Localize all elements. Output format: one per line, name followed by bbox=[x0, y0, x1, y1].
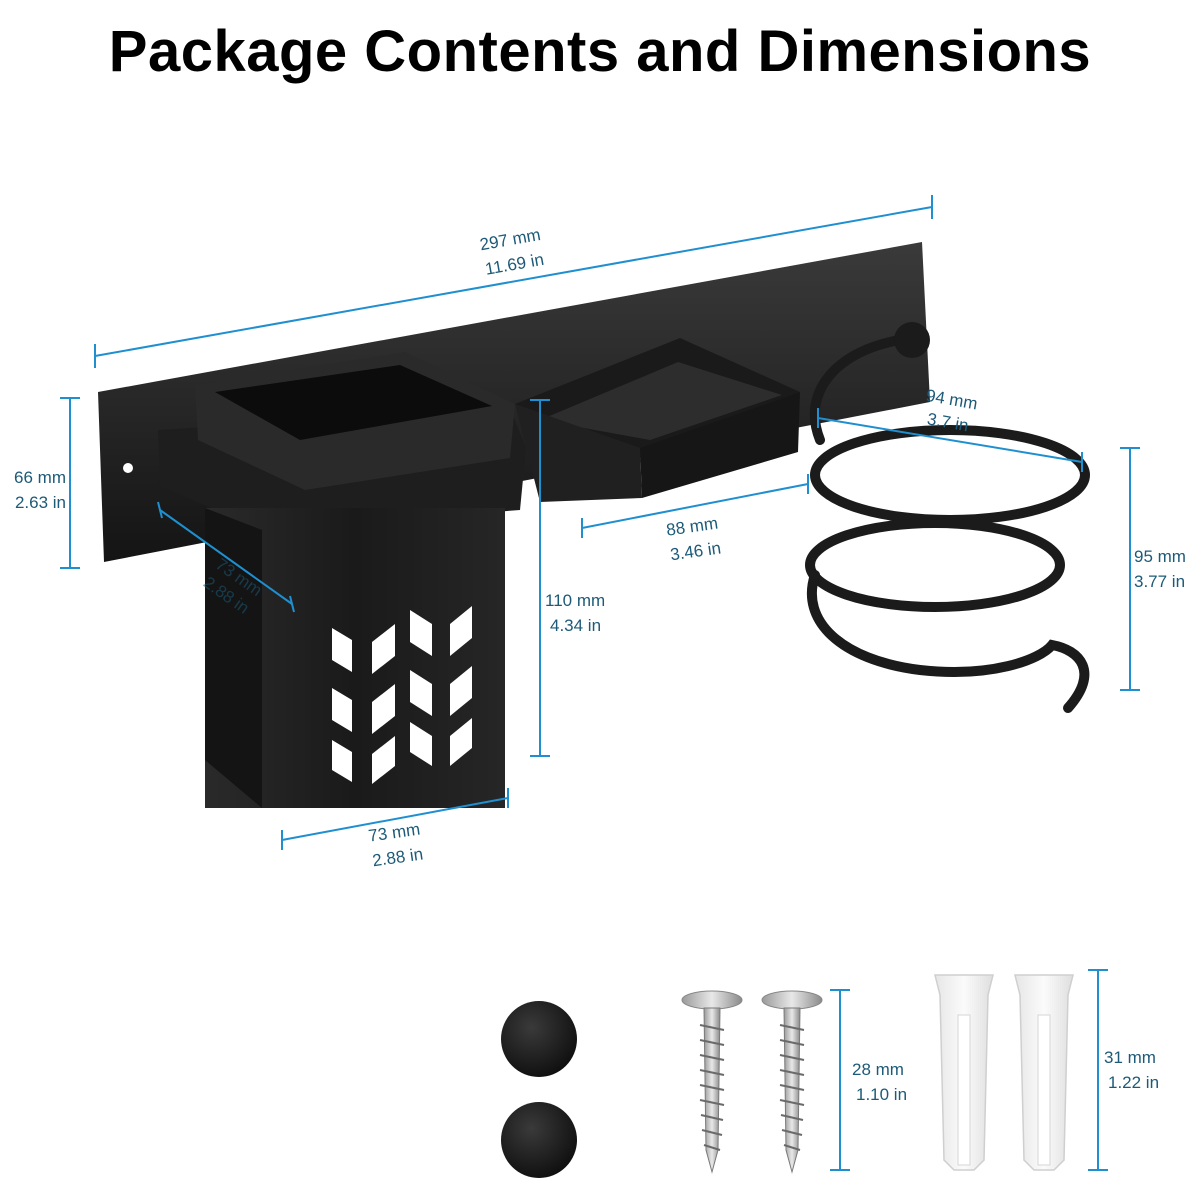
dimension-lines bbox=[60, 195, 1140, 1171]
cup-width-in: 2.88 in bbox=[371, 844, 424, 870]
tray-width-in: 3.46 in bbox=[669, 538, 722, 564]
wall-anchor-icon bbox=[934, 974, 994, 1171]
screw-icon bbox=[681, 990, 743, 1174]
cup bbox=[158, 352, 526, 808]
anchor-length-in: 1.22 in bbox=[1108, 1073, 1159, 1092]
spiral-mount-knob bbox=[894, 322, 930, 358]
overall-length-mm: 297 mm bbox=[478, 225, 542, 254]
spiral-height-mm: 95 mm bbox=[1134, 547, 1186, 566]
page-title: Package Contents and Dimensions bbox=[108, 19, 1092, 84]
screw-cap-icon bbox=[501, 1102, 577, 1178]
screw-cap-icon bbox=[501, 1001, 577, 1077]
screw-length-mm: 28 mm bbox=[852, 1060, 904, 1079]
cup-height-in: 4.34 in bbox=[550, 616, 601, 635]
tray-width-mm: 88 mm bbox=[665, 514, 719, 540]
wall-anchors bbox=[934, 974, 1074, 1171]
plate-height-in: 2.63 in bbox=[15, 493, 66, 512]
screw-icon bbox=[761, 990, 823, 1174]
mounting-hole bbox=[123, 463, 133, 473]
screw-caps bbox=[501, 1001, 577, 1178]
cup-height-mm: 110 mm bbox=[545, 591, 605, 610]
wall-anchor-icon bbox=[1014, 974, 1074, 1171]
plate-height-mm: 66 mm bbox=[14, 468, 66, 487]
cup-pattern bbox=[332, 606, 472, 784]
screw-length-in: 1.10 in bbox=[856, 1085, 907, 1104]
tray bbox=[515, 338, 800, 502]
screws bbox=[681, 990, 823, 1174]
overall-length-in: 11.69 in bbox=[484, 250, 546, 279]
anchor-length-mm: 31 mm bbox=[1104, 1048, 1156, 1067]
spiral-height-in: 3.77 in bbox=[1134, 572, 1185, 591]
wall-mounted-hair-dryer-holder-icon bbox=[98, 242, 1090, 808]
spiral-holder bbox=[805, 335, 1090, 713]
